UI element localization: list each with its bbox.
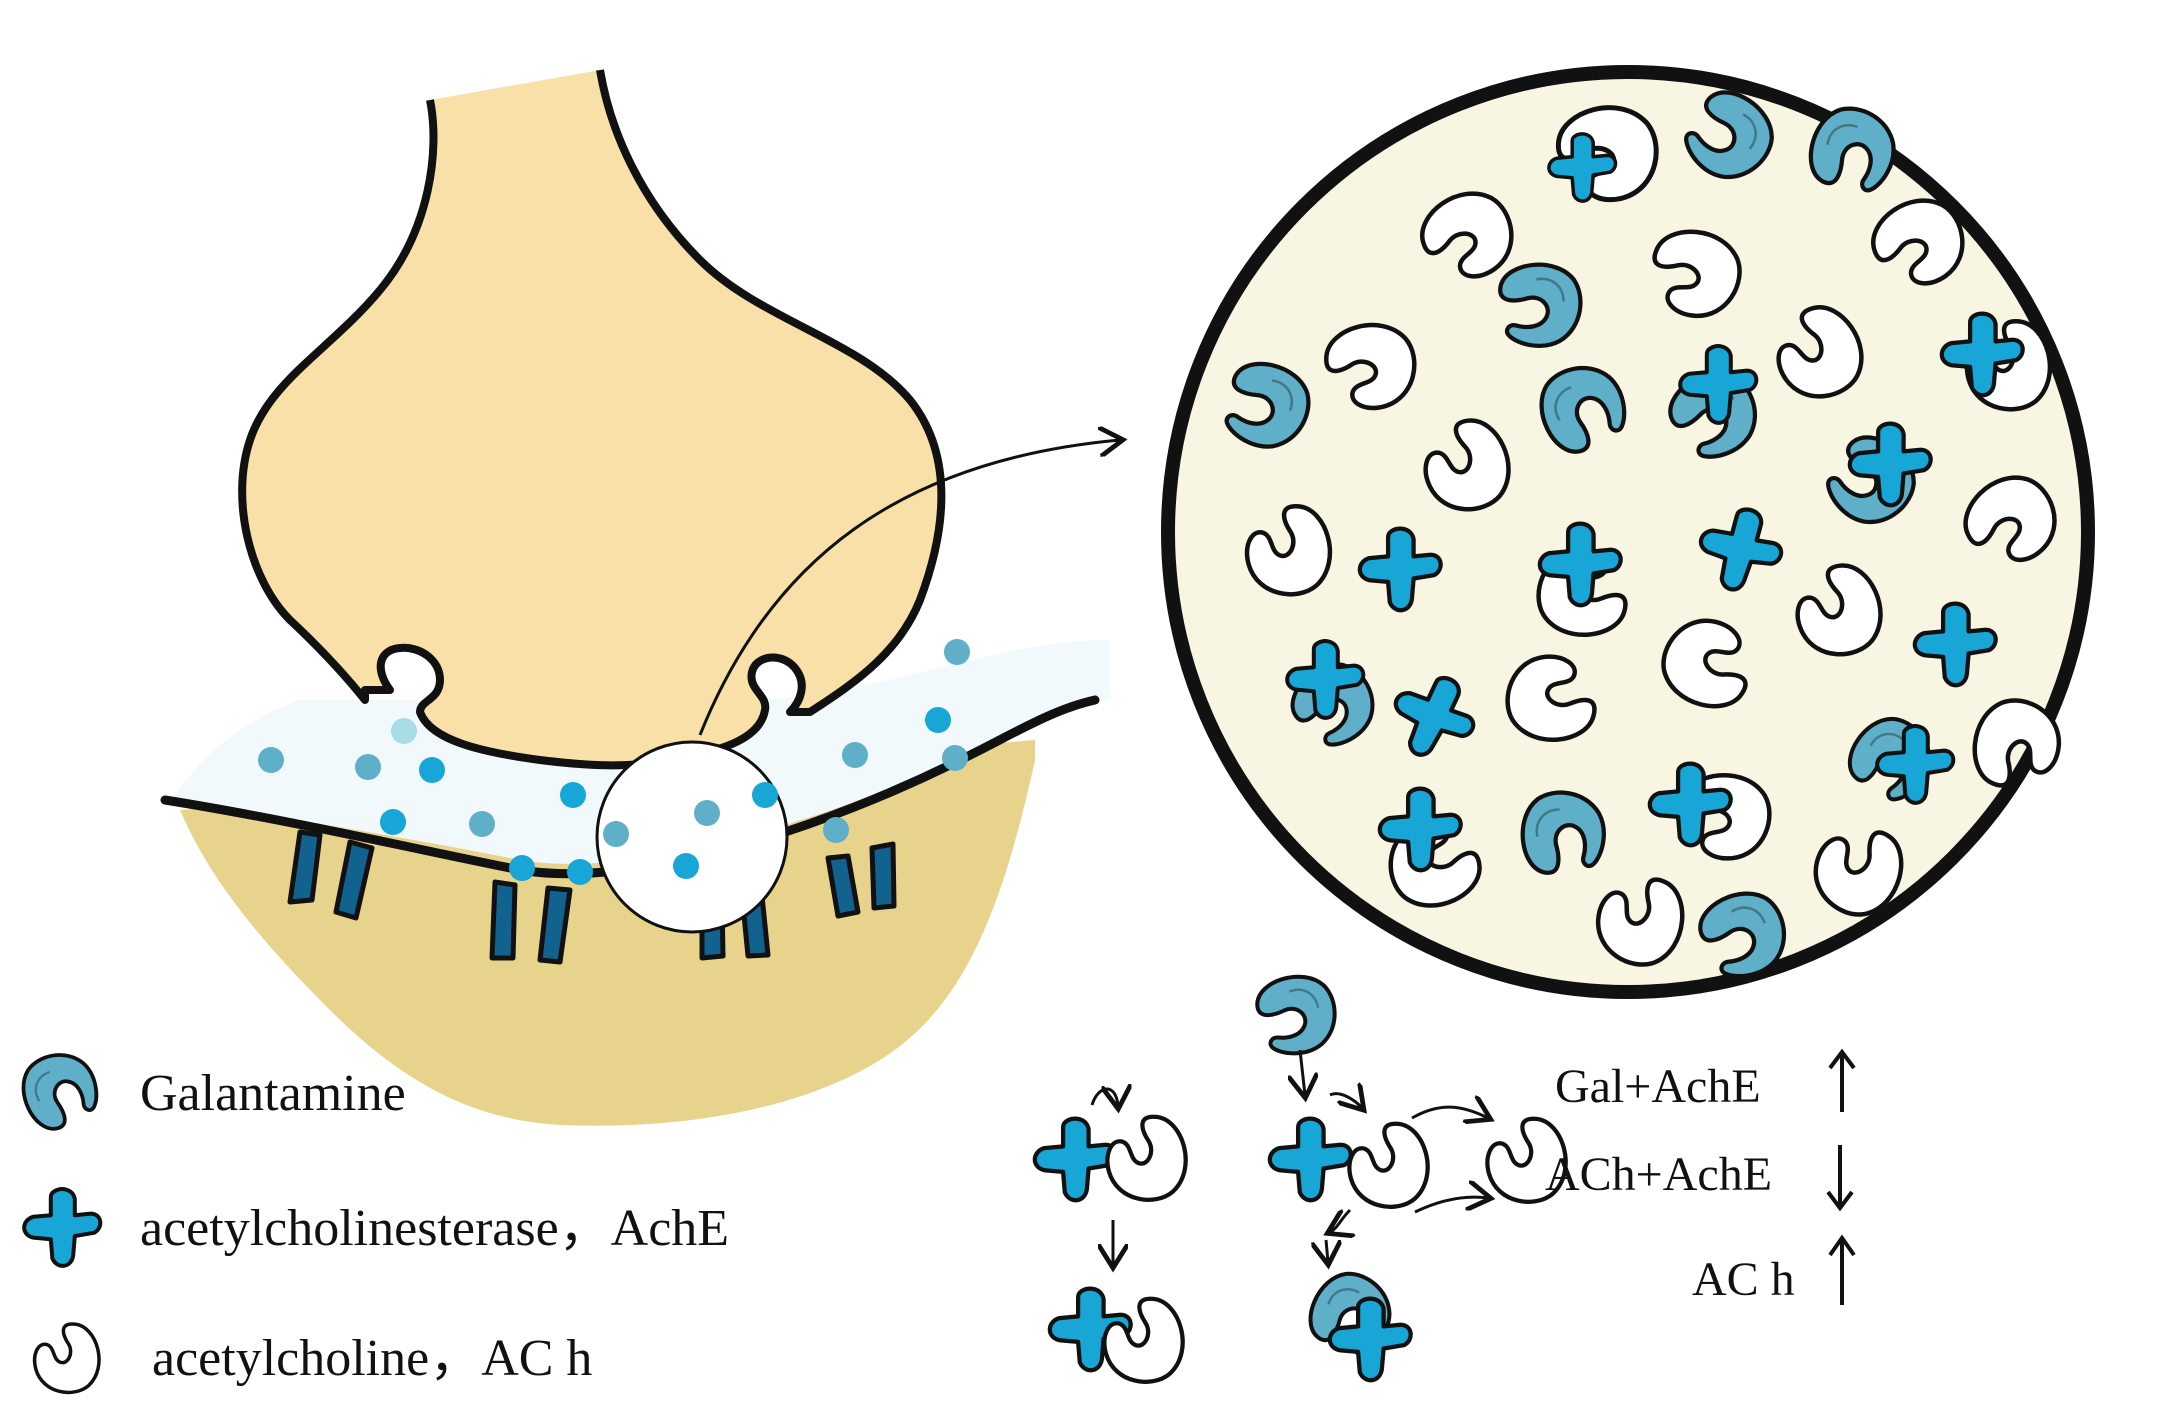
legend-label-ach: acetylcholine，AC h: [152, 1330, 592, 1387]
effect-row-gal-ache: Gal+AchE: [1555, 1052, 1854, 1113]
curved-arrow: [1330, 1094, 1362, 1108]
ach-dot: [469, 811, 495, 837]
synapse-illustration: [165, 30, 1120, 1126]
ach-dot: [380, 809, 406, 835]
reversible-arrow: [1092, 1089, 1118, 1106]
receptor: [872, 844, 894, 908]
down-arrow: [1300, 1050, 1305, 1095]
ach-dot: [355, 754, 381, 780]
release-arrow: [1415, 1197, 1488, 1212]
ach-dot: [258, 747, 284, 773]
ach-dot: [673, 853, 699, 879]
legend-item-ach: acetylcholine，AC h: [29, 1320, 592, 1398]
ach-molecule: [1098, 1294, 1190, 1388]
galantamine-legend-icon: [14, 1044, 105, 1135]
curved-arrow: [1330, 1210, 1350, 1232]
ache-molecule: [1035, 1119, 1116, 1201]
receptor: [492, 882, 515, 958]
effects-panel: Gal+AchE ACh+AchE AC h: [1545, 1052, 1854, 1306]
ach-dot: [942, 745, 968, 771]
ach-dot: [391, 718, 417, 744]
ach-dot: [752, 782, 778, 808]
down-arrow: [1326, 1240, 1328, 1262]
ach-dot: [842, 742, 868, 768]
ach-dot: [944, 639, 970, 665]
legend-item-galantamine: Galantamine: [14, 1044, 406, 1135]
zoomed-view: [1168, 72, 2088, 992]
effect-row-ach-ache: ACh+AchE: [1545, 1145, 1852, 1208]
ach-dot: [509, 855, 535, 881]
arrow-up-icon: [1830, 1238, 1854, 1305]
ach-molecule: [1343, 1119, 1435, 1213]
legend-label-galantamine: Galantamine: [140, 1065, 406, 1122]
release-arrow: [1412, 1107, 1488, 1118]
ache-legend-icon: [24, 1189, 100, 1266]
legend-label-ache: acetylcholinesterase，AchE: [140, 1200, 729, 1257]
ach-dot: [567, 859, 593, 885]
ach-dot: [560, 782, 586, 808]
ach-molecule: [1101, 1112, 1193, 1206]
presynaptic-terminal: [242, 70, 941, 765]
galantamine-molecule: [1253, 971, 1341, 1059]
ach-dot: [925, 707, 951, 733]
ach-dot: [603, 821, 629, 847]
ach-dot: [419, 757, 445, 783]
effect-label-ach: AC h: [1692, 1253, 1795, 1306]
mechanism-schematic: [1035, 971, 1572, 1389]
effect-label-gal-ache: Gal+AchE: [1555, 1060, 1761, 1113]
arrow-up-icon: [1830, 1052, 1854, 1112]
ach-dot: [694, 800, 720, 826]
ach-dot: [823, 817, 849, 843]
legend-item-ache: acetylcholinesterase，AchE: [24, 1189, 729, 1266]
ach-legend-icon: [29, 1320, 104, 1398]
arrow-down-icon: [1828, 1145, 1852, 1208]
ache-molecule: [1270, 1119, 1351, 1201]
effect-label-ach-ache: ACh+AchE: [1545, 1148, 1772, 1201]
effect-row-ach: AC h: [1692, 1238, 1854, 1306]
